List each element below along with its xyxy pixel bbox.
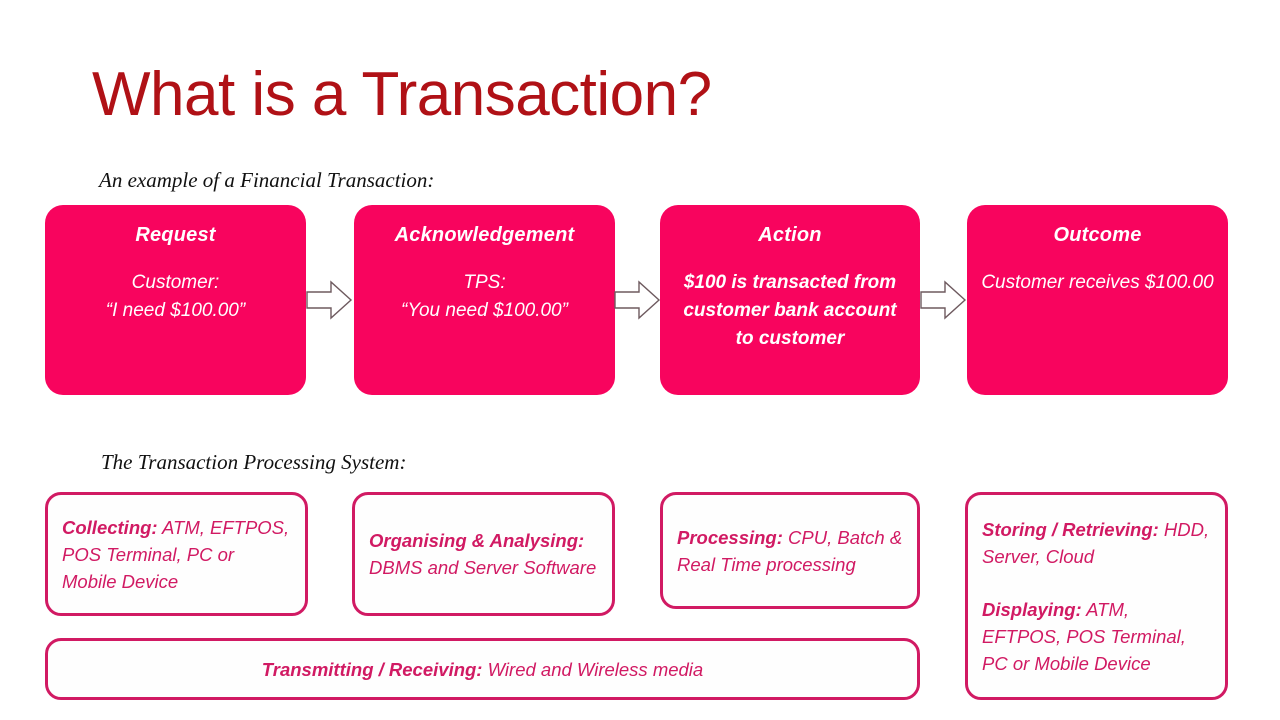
- tps-caption: The Transaction Processing System:: [101, 450, 407, 474]
- tps-detail: CPU, Batch & Real Time processing: [677, 526, 903, 575]
- tps-term: Collecting:: [62, 516, 158, 538]
- flow-step-action: Action $100 is transacted from customer …: [660, 205, 920, 395]
- arrow-right-icon: [305, 278, 353, 322]
- tps-entry: Organising & Analysing: DBMS and Server …: [369, 527, 598, 581]
- tps-detail: ATM, EFTPOS, POS Terminal, PC or Mobile …: [62, 516, 290, 592]
- flow-step-body: $100 is transacted from customer bank ac…: [672, 269, 908, 353]
- flow-step-acknowledgement: Acknowledgement TPS: “You need $100.00”: [354, 205, 615, 395]
- tps-box-organising: Organising & Analysing: DBMS and Server …: [352, 492, 615, 616]
- arrow-right-icon: [613, 278, 661, 322]
- page-title: What is a Transaction?: [92, 60, 712, 129]
- flow-step-heading: Action: [758, 224, 822, 246]
- flow-step-request: Request Customer: “I need $100.00”: [45, 205, 306, 395]
- tps-entry: Transmitting / Receiving: Wired and Wire…: [262, 656, 703, 683]
- tps-term: Organising & Analysing:: [369, 530, 585, 551]
- flow-step-body: TPS: “You need $100.00”: [366, 269, 603, 325]
- arrow-right-icon: [919, 278, 967, 322]
- tps-entry: Displaying: ATM, EFTPOS, POS Terminal, P…: [982, 596, 1211, 677]
- tps-box-transmitting: Transmitting / Receiving: Wired and Wire…: [45, 638, 920, 700]
- example-caption: An example of a Financial Transaction:: [99, 168, 435, 192]
- tps-box-collecting: Collecting: ATM, EFTPOS, POS Terminal, P…: [45, 492, 308, 616]
- tps-term: Displaying:: [982, 598, 1082, 620]
- tps-entry: Collecting: ATM, EFTPOS, POS Terminal, P…: [62, 514, 291, 595]
- tps-detail: Wired and Wireless media: [482, 658, 704, 680]
- flow-step-text: “You need $100.00”: [401, 300, 568, 321]
- tps-box-processing: Processing: CPU, Batch & Real Time proce…: [660, 492, 920, 609]
- flow-step-outcome: Outcome Customer receives $100.00: [967, 205, 1228, 395]
- tps-box-storing-displaying: Storing / Retrieving: HDD, Server, Cloud…: [965, 492, 1228, 700]
- flow-step-heading: Outcome: [1053, 224, 1142, 246]
- flow-step-lead: TPS:: [463, 272, 506, 293]
- flow-step-text: Customer receives $100.00: [981, 272, 1214, 293]
- flow-step-heading: Acknowledgement: [394, 224, 575, 246]
- tps-term: Storing / Retrieving:: [982, 518, 1159, 540]
- flow-step-heading: Request: [135, 224, 216, 246]
- flow-step-body: Customer receives $100.00: [979, 269, 1216, 297]
- flow-step-body: Customer: “I need $100.00”: [57, 269, 294, 325]
- tps-detail: DBMS and Server Software: [369, 557, 597, 578]
- tps-entry: Processing: CPU, Batch & Real Time proce…: [677, 524, 903, 578]
- tps-term: Processing:: [677, 526, 783, 548]
- flow-step-text: $100 is transacted from customer bank ac…: [683, 272, 897, 349]
- flow-step-text: “I need $100.00”: [105, 300, 246, 321]
- tps-term: Transmitting / Receiving:: [261, 658, 483, 680]
- tps-detail: ATM, EFTPOS, POS Terminal, PC or Mobile …: [982, 598, 1186, 674]
- tps-detail: HDD, Server, Cloud: [982, 518, 1210, 567]
- flow-step-lead: Customer:: [131, 272, 220, 293]
- tps-entry: Storing / Retrieving: HDD, Server, Cloud: [982, 516, 1211, 570]
